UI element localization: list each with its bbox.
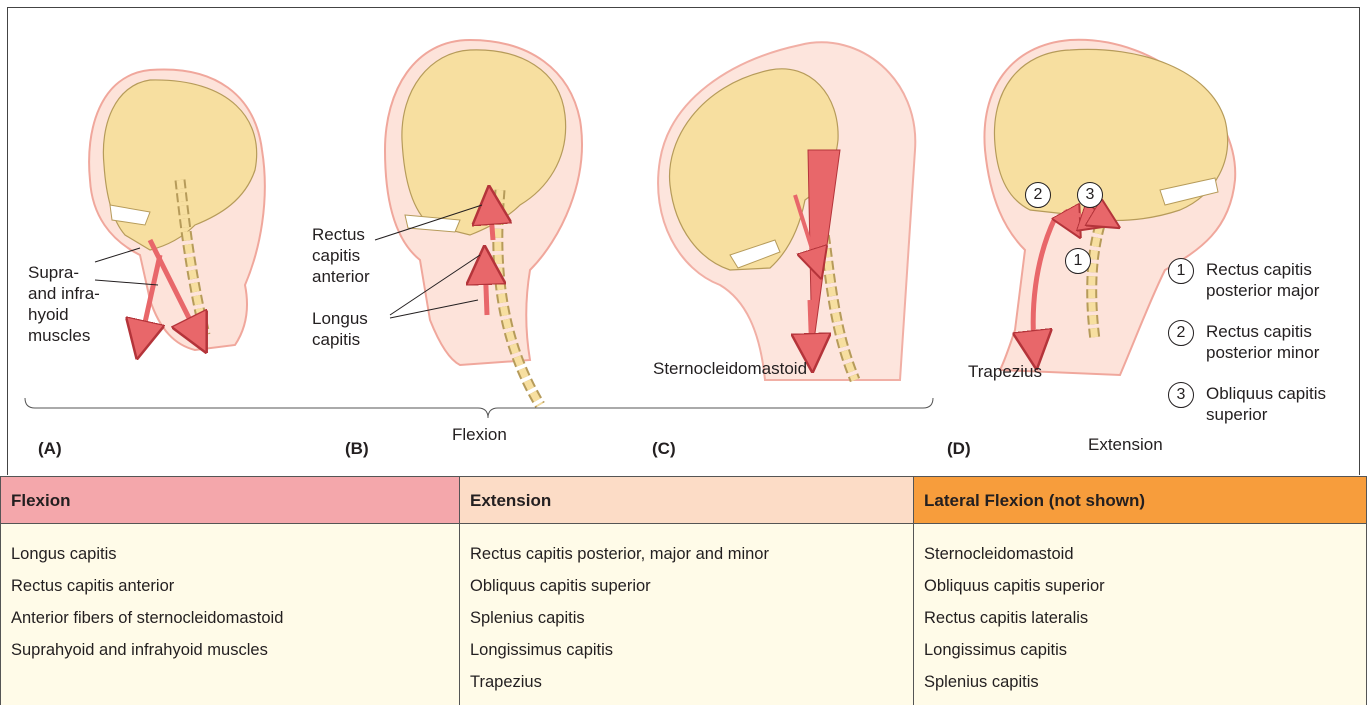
anatomy-illustration — [0, 0, 1367, 475]
list-item: Splenius capitis — [470, 602, 913, 634]
legend-text-3: Obliquus capitis superior — [1206, 383, 1326, 425]
list-item: Anterior fibers of sternocleidomastoid — [11, 602, 459, 634]
panel-label-a: (A) — [38, 439, 62, 459]
list-item: Longissimus capitis — [470, 634, 913, 666]
header-lateral-flexion: Lateral Flexion (not shown) — [914, 477, 1366, 524]
marker-1: 1 — [1065, 248, 1091, 274]
panel-a-head — [89, 69, 265, 350]
list-item: Obliquus capitis superior — [924, 570, 1366, 602]
legend-text-2: Rectus capitis posterior minor — [1206, 321, 1319, 363]
label-rectus-capitis-anterior: Rectus capitis anterior — [312, 224, 370, 287]
legend-num-2: 2 — [1168, 320, 1194, 346]
marker-3: 3 — [1077, 182, 1103, 208]
panel-label-d: (D) — [947, 439, 971, 459]
list-item: Sternocleidomastoid — [924, 538, 1366, 570]
legend-text-1: Rectus capitis posterior major — [1206, 259, 1319, 301]
list-item: Longus capitis — [11, 538, 459, 570]
label-sternocleidomastoid: Sternocleidomastoid — [653, 358, 807, 379]
list-item: Obliquus capitis superior — [470, 570, 913, 602]
list-extension: Rectus capitis posterior, major and mino… — [460, 524, 913, 705]
panel-b-head — [375, 40, 582, 405]
panel-label-b: (B) — [345, 439, 369, 459]
label-supra-infrahyoid: Supra- and infra- hyoid muscles — [28, 262, 100, 346]
panel-c-head — [658, 42, 915, 380]
column-extension: Extension Rectus capitis posterior, majo… — [460, 477, 914, 705]
list-item: Trapezius — [470, 666, 913, 698]
list-item: Rectus capitis anterior — [11, 570, 459, 602]
legend-num-3: 3 — [1168, 382, 1194, 408]
label-flexion: Flexion — [452, 424, 507, 445]
list-item: Splenius capitis — [924, 666, 1366, 698]
flexion-bracket — [25, 398, 933, 418]
label-longus-capitis: Longus capitis — [312, 308, 368, 350]
header-flexion: Flexion — [1, 477, 459, 524]
label-trapezius: Trapezius — [968, 361, 1042, 382]
list-item: Rectus capitis posterior, major and mino… — [470, 538, 913, 570]
legend-num-1: 1 — [1168, 258, 1194, 284]
header-extension: Extension — [460, 477, 913, 524]
list-item: Suprahyoid and infrahyoid muscles — [11, 634, 459, 666]
column-lateral-flexion: Lateral Flexion (not shown) Sternocleido… — [914, 477, 1366, 705]
label-extension: Extension — [1088, 434, 1163, 455]
list-item: Rectus capitis lateralis — [924, 602, 1366, 634]
list-item: Longissimus capitis — [924, 634, 1366, 666]
marker-2: 2 — [1025, 182, 1051, 208]
panel-label-c: (C) — [652, 439, 676, 459]
panel-d-head — [984, 40, 1235, 375]
neck-muscles-figure: Supra- and infra- hyoid muscles Rectus c… — [0, 0, 1367, 475]
